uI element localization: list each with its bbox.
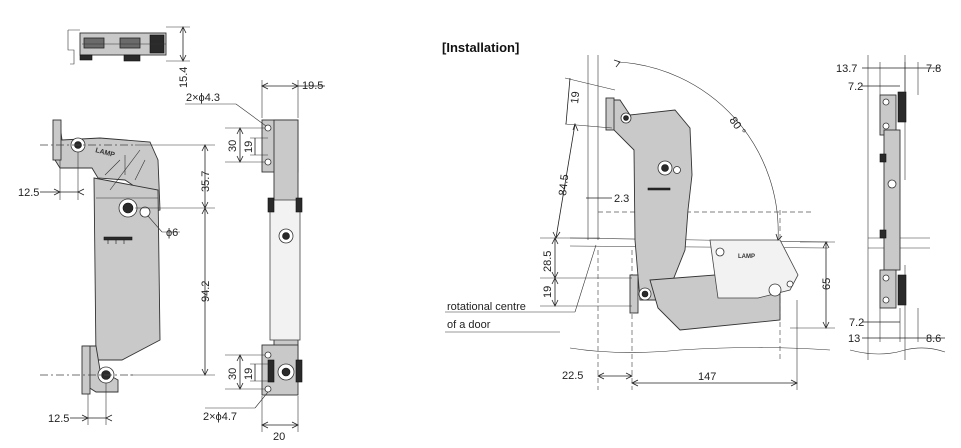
dim-94-2: 94.2 xyxy=(200,281,212,302)
dim-7-2-top: 7.2 xyxy=(848,81,863,93)
callout-of-a-door: of a door xyxy=(447,319,491,331)
side-view-hinge xyxy=(185,80,325,432)
dim-inst-22-5: 22.5 xyxy=(562,370,583,382)
dim-inst-angle: 80 ° xyxy=(727,115,748,138)
dim-inst-147: 147 xyxy=(698,371,716,383)
dim-35-7: 35.7 xyxy=(200,171,212,192)
dim-2x-phi4-7: 2×ϕ4.7 xyxy=(203,411,237,423)
front-view-hinge: LAMP xyxy=(40,119,215,425)
dim-19-bottom: 19 xyxy=(243,368,255,380)
svg-text:LAMP: LAMP xyxy=(738,254,755,260)
mount-view-hinge xyxy=(849,55,946,360)
dim-phi6: ϕ6 xyxy=(166,227,178,239)
svg-text:LAMP: LAMP xyxy=(94,147,115,159)
dim-inst-84-5: 84.5 xyxy=(557,174,571,197)
dim-30-bottom: 30 xyxy=(227,368,239,380)
dim-inst-2-3: 2.3 xyxy=(614,193,629,205)
dim-15-4: 15.4 xyxy=(178,67,190,88)
dim-7-2-bottom: 7.2 xyxy=(849,317,864,329)
installation-diagram: LAMP xyxy=(445,55,835,390)
dim-2x-phi4-3: 2×ϕ4.3 xyxy=(186,92,220,104)
dim-30-top: 30 xyxy=(227,140,239,152)
dim-12-5-bottom: 12.5 xyxy=(48,413,69,425)
dim-8-6: 8.6 xyxy=(926,333,941,345)
dim-inst-65: 65 xyxy=(821,278,833,290)
dim-13-7: 13.7 xyxy=(836,63,857,75)
dim-19-top: 19 xyxy=(243,141,255,153)
dim-19-5: 19.5 xyxy=(302,80,323,92)
dim-inst-19-low: 19 xyxy=(542,286,554,298)
top-view-hinge xyxy=(67,26,190,65)
dim-inst-28-5: 28.5 xyxy=(542,251,554,272)
dim-12-5-top: 12.5 xyxy=(18,187,39,199)
dim-inst-19: 19 xyxy=(569,91,582,104)
dim-7-8: 7.8 xyxy=(926,63,941,75)
dim-13: 13 xyxy=(848,333,860,345)
installation-heading: [Installation] xyxy=(442,40,519,55)
callout-rotational-centre: rotational centre xyxy=(447,301,526,313)
dim-20: 20 xyxy=(273,431,285,443)
